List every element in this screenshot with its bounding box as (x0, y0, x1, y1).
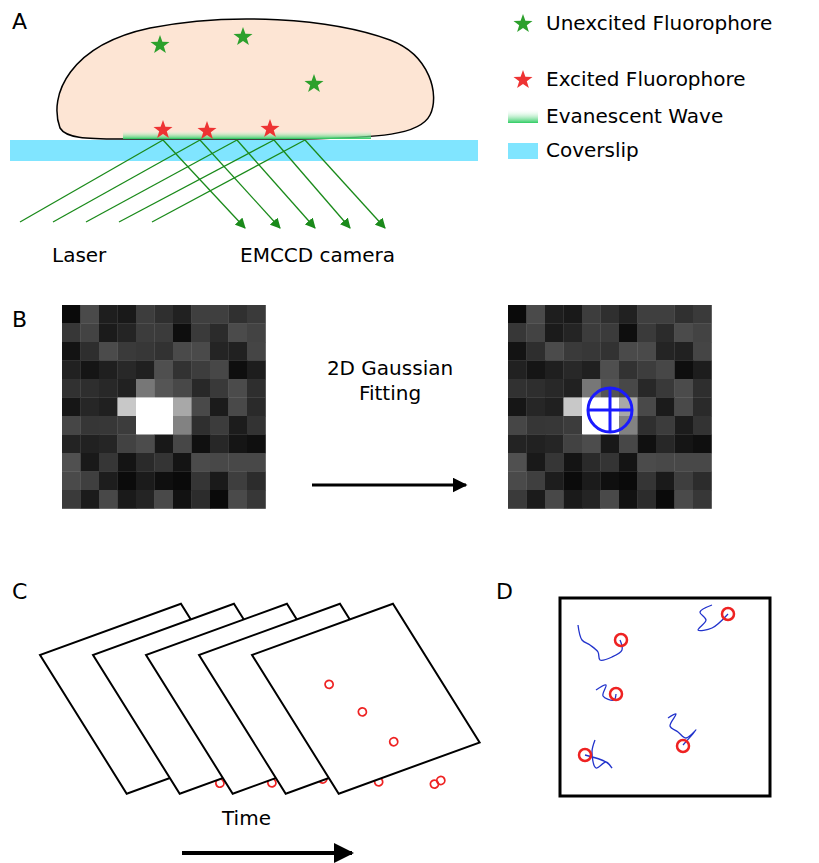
legend-star (514, 14, 533, 32)
axis-label: Time (222, 806, 271, 831)
legend-band (508, 109, 538, 123)
laser-ray (119, 140, 274, 222)
localization (429, 779, 439, 789)
panel-letter: D (496, 578, 513, 606)
frame (252, 604, 480, 794)
laser-ray (53, 140, 200, 222)
tracks-panel (560, 598, 770, 796)
excited-fluorophore (198, 121, 217, 139)
source-label: Laser (52, 243, 106, 268)
spot-image (62, 305, 266, 509)
localization (579, 749, 591, 761)
panel-letter: B (12, 306, 27, 334)
unexcited-fluorophore (234, 27, 253, 45)
fit-marker (588, 388, 632, 432)
legend-swatch (508, 143, 538, 159)
process-arrow (312, 484, 466, 487)
legend-label: Evanescent Wave (546, 104, 723, 129)
unexcited-fluorophore (151, 35, 170, 53)
detector-label: EMCCD camera (240, 243, 395, 268)
localization (610, 688, 622, 700)
legend-label: Coverslip (546, 138, 639, 163)
excited-fluorophore (154, 120, 173, 138)
emission-ray (274, 140, 350, 228)
localization (324, 679, 334, 689)
localization (722, 608, 734, 620)
coverslip (10, 140, 478, 161)
panel-a-illustration (10, 19, 478, 228)
legend-label: Excited Fluorophore (546, 67, 746, 92)
trajectory (585, 740, 612, 768)
localization (615, 634, 627, 646)
localization (357, 707, 367, 717)
excited-fluorophore (261, 119, 280, 137)
time-arrow (182, 851, 352, 855)
laser-ray (86, 140, 237, 222)
cell (57, 19, 434, 139)
legend-label: Unexcited Fluorophore (546, 11, 772, 36)
step-label: 2D Gaussian Fitting (310, 356, 470, 406)
panel-letter: C (12, 578, 27, 606)
laser-ray (152, 140, 305, 222)
frame-stack (40, 592, 489, 831)
legend-star (514, 70, 533, 88)
legend-samples (508, 14, 538, 123)
emission-ray (305, 140, 385, 228)
localization (677, 740, 689, 752)
localization (389, 737, 399, 747)
panel-letter: A (12, 8, 27, 36)
unexcited-fluorophore (305, 74, 324, 92)
fitted-image (508, 305, 712, 509)
